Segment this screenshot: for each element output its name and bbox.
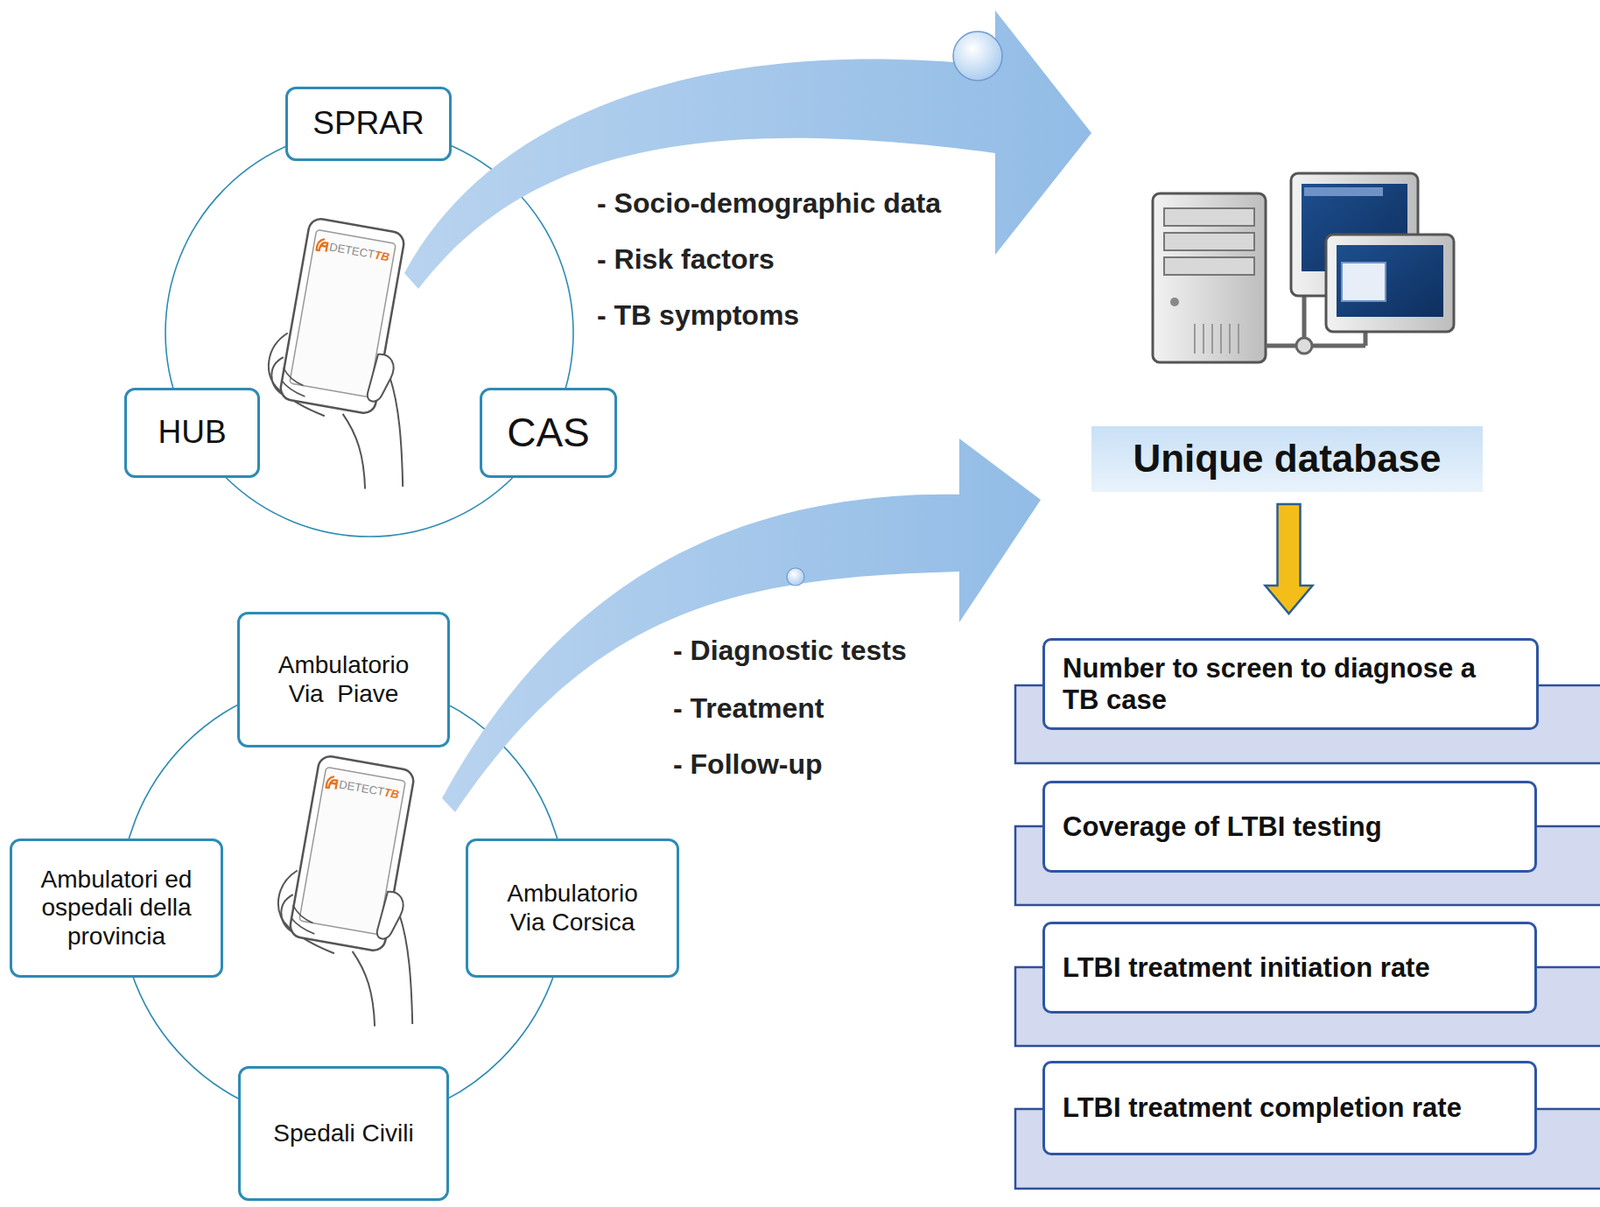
data-item: - Diagnostic tests: [673, 634, 907, 667]
node-text: Ambulatori ed ospedali della provincia: [33, 865, 200, 951]
logo-icon: [314, 237, 330, 253]
data-item: - Socio-demographic data: [596, 187, 941, 220]
site-box: CAS: [479, 387, 618, 478]
logo-text: DETECT: [328, 239, 376, 261]
node-text: CAS: [506, 409, 590, 457]
phone-illustration: [250, 214, 447, 496]
logo-text: TB: [373, 247, 392, 264]
logo-text: DETECT: [337, 777, 386, 799]
node-text: SPRAR: [312, 105, 424, 143]
node-text: LTBI treatment initiation rate: [1062, 952, 1431, 984]
node-text: LTBI treatment completion rate: [1062, 1092, 1462, 1124]
data-item: - Follow-up: [673, 748, 823, 781]
server-icon: [1152, 173, 1454, 363]
node-text: Unique database: [1132, 436, 1441, 482]
node-text: Ambulatorio Via Corsica: [489, 879, 656, 936]
flow-arrow: [404, 10, 1092, 289]
app-logo: DETECTTB: [314, 237, 391, 265]
indicator-box: LTBI treatment completion rate: [1042, 1060, 1537, 1156]
site-box: Ambulatori ed ospedali della provincia: [9, 838, 224, 978]
site-box: SPRAR: [285, 86, 452, 162]
data-item: - Risk factors: [596, 243, 775, 276]
flow-arrow-down: [1265, 504, 1313, 614]
site-box: Spedali Civili: [238, 1066, 450, 1201]
node-text: HUB: [157, 414, 226, 452]
shadow-bands: [1015, 685, 1600, 1189]
arrow-dot: [953, 31, 1003, 81]
phone-illustration: [259, 751, 457, 1033]
node-text: Coverage of LTBI testing: [1062, 811, 1383, 843]
indicator-box: Number to screen to diagnose a TB case: [1042, 638, 1539, 730]
arrow-dot: [786, 568, 805, 586]
data-item: - Treatment: [673, 692, 824, 725]
node-text: Spedali Civili: [273, 1119, 414, 1148]
indicator-box: LTBI treatment initiation rate: [1042, 921, 1537, 1014]
node-text: Number to screen to diagnose a TB case: [1062, 652, 1519, 716]
logo-text: TB: [383, 785, 401, 801]
site-box: Ambulatorio Via Corsica: [465, 838, 680, 978]
app-logo: DETECTTB: [323, 774, 400, 802]
logo-icon: [323, 774, 340, 791]
flow-arrow: [442, 438, 1041, 813]
indicator-box: Coverage of LTBI testing: [1042, 780, 1537, 873]
site-box: Ambulatorio Via Piave: [237, 611, 450, 748]
database-banner: Unique database: [1091, 426, 1483, 492]
node-text: Ambulatorio Via Piave: [260, 651, 427, 708]
data-item: - TB symptoms: [596, 299, 800, 332]
site-box: HUB: [124, 387, 260, 478]
